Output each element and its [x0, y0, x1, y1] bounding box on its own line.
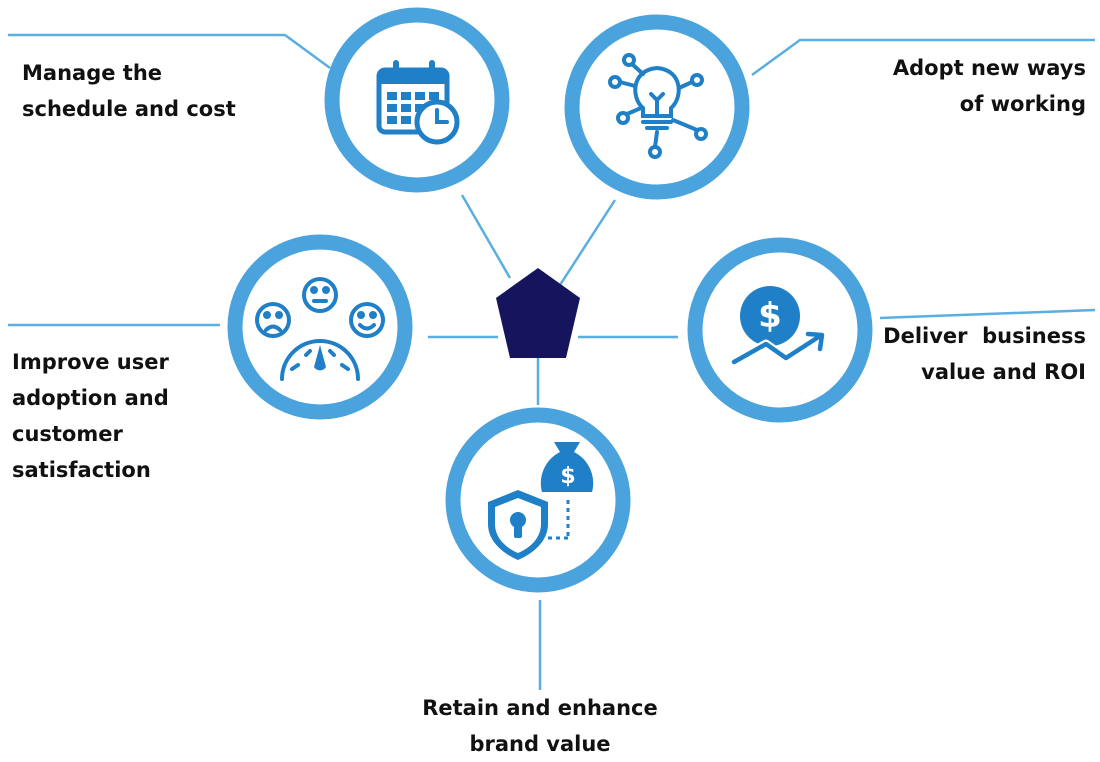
connector-ways	[751, 38, 1095, 77]
connector-ways-hub	[558, 199, 617, 286]
label-schedule-line-2: schedule and cost	[22, 97, 236, 121]
calendar-clock-icon	[376, 60, 460, 145]
label-brand: Retain and enhance brand value	[390, 690, 690, 762]
connector-roi	[879, 308, 1096, 320]
connector-schedule-hub	[460, 194, 512, 279]
label-adoption-line-4: satisfaction	[12, 458, 151, 482]
hub-pentagon	[496, 268, 580, 358]
label-ways-line-2: of working	[959, 92, 1086, 116]
svg-text:$: $	[560, 464, 575, 489]
label-ways: Adopt new ways of working	[893, 50, 1086, 122]
dollar-growth-icon: $	[729, 286, 825, 367]
svg-text:$: $	[758, 296, 782, 336]
label-adoption-line-3: customer	[12, 422, 123, 446]
node-circle-adoption	[227, 234, 413, 420]
label-adoption-line-2: adoption and	[12, 386, 169, 410]
label-brand-line-2: brand value	[469, 732, 611, 756]
label-brand-line-1: Retain and enhance	[422, 696, 658, 720]
shield-moneybag-icon: $	[488, 442, 594, 560]
label-schedule-line-1: Manage the	[22, 61, 163, 85]
label-adoption: Improve user adoption and customer satis…	[12, 344, 169, 488]
label-ways-line-1: Adopt new ways	[892, 56, 1086, 80]
label-adoption-line-1: Improve user	[12, 350, 169, 374]
lightbulb-network-icon	[608, 53, 708, 159]
label-roi-line-2: value and ROI	[921, 360, 1086, 384]
connector-schedule	[8, 33, 331, 70]
label-schedule: Manage the schedule and cost	[22, 55, 236, 127]
satisfaction-gauge-icon	[255, 277, 385, 381]
label-roi: Deliver business value and ROI	[883, 318, 1086, 390]
connector-lines	[8, 33, 1096, 690]
label-roi-line-1: Deliver business	[883, 324, 1086, 348]
